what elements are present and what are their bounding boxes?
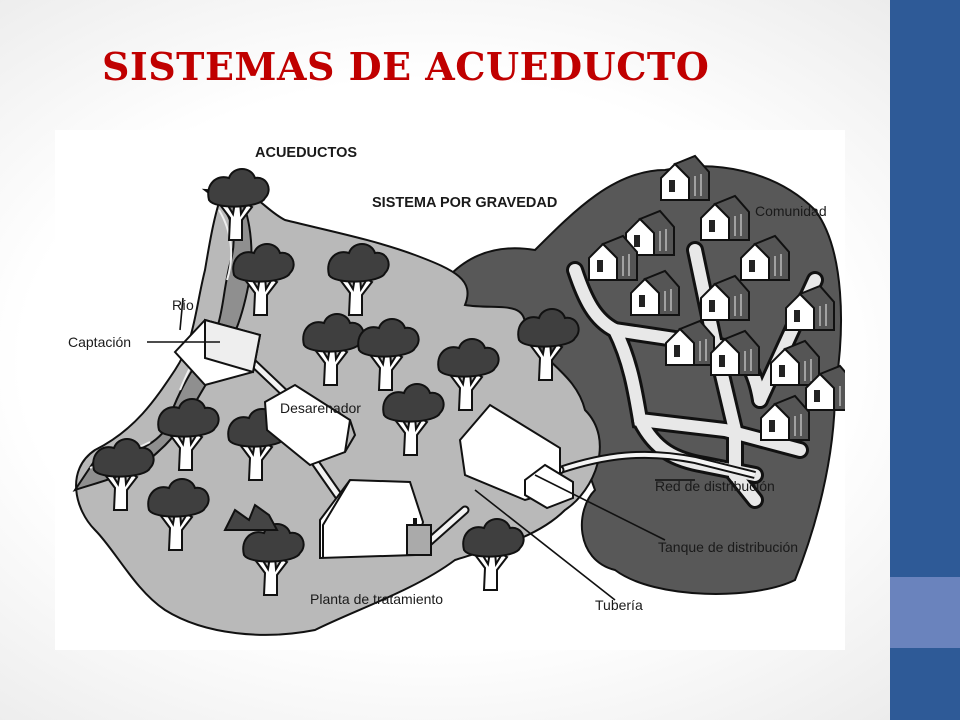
aqueduct-diagram: ACUEDUCTOS SISTEMA POR GRAVEDAD Río Capt…	[55, 130, 845, 650]
intake-structure	[173, 318, 262, 387]
diagram-heading: ACUEDUCTOS	[255, 145, 357, 161]
bushes	[223, 503, 279, 531]
sidebar-accent	[890, 577, 960, 648]
valley-ground	[75, 183, 601, 636]
sand-trap	[263, 383, 357, 467]
slide-title: SISTEMAS DE ACUEDUCTO	[102, 44, 710, 89]
diagram-subheading: SISTEMA POR GRAVEDAD	[372, 195, 557, 211]
treatment-plant	[319, 478, 432, 560]
label-tanque-distribucion: Tanque de distribución	[658, 539, 798, 555]
label-red-distribucion: Red de distribución	[655, 478, 775, 494]
label-rio: Río	[172, 297, 194, 313]
label-desarenador: Desarenador	[280, 400, 361, 416]
label-captacion: Captación	[68, 334, 131, 350]
callout-lines	[147, 297, 695, 601]
label-tuberia: Tubería	[595, 597, 643, 613]
label-planta-tratamiento: Planta de tratamiento	[310, 591, 443, 607]
label-comunidad: Comunidad	[755, 203, 827, 219]
